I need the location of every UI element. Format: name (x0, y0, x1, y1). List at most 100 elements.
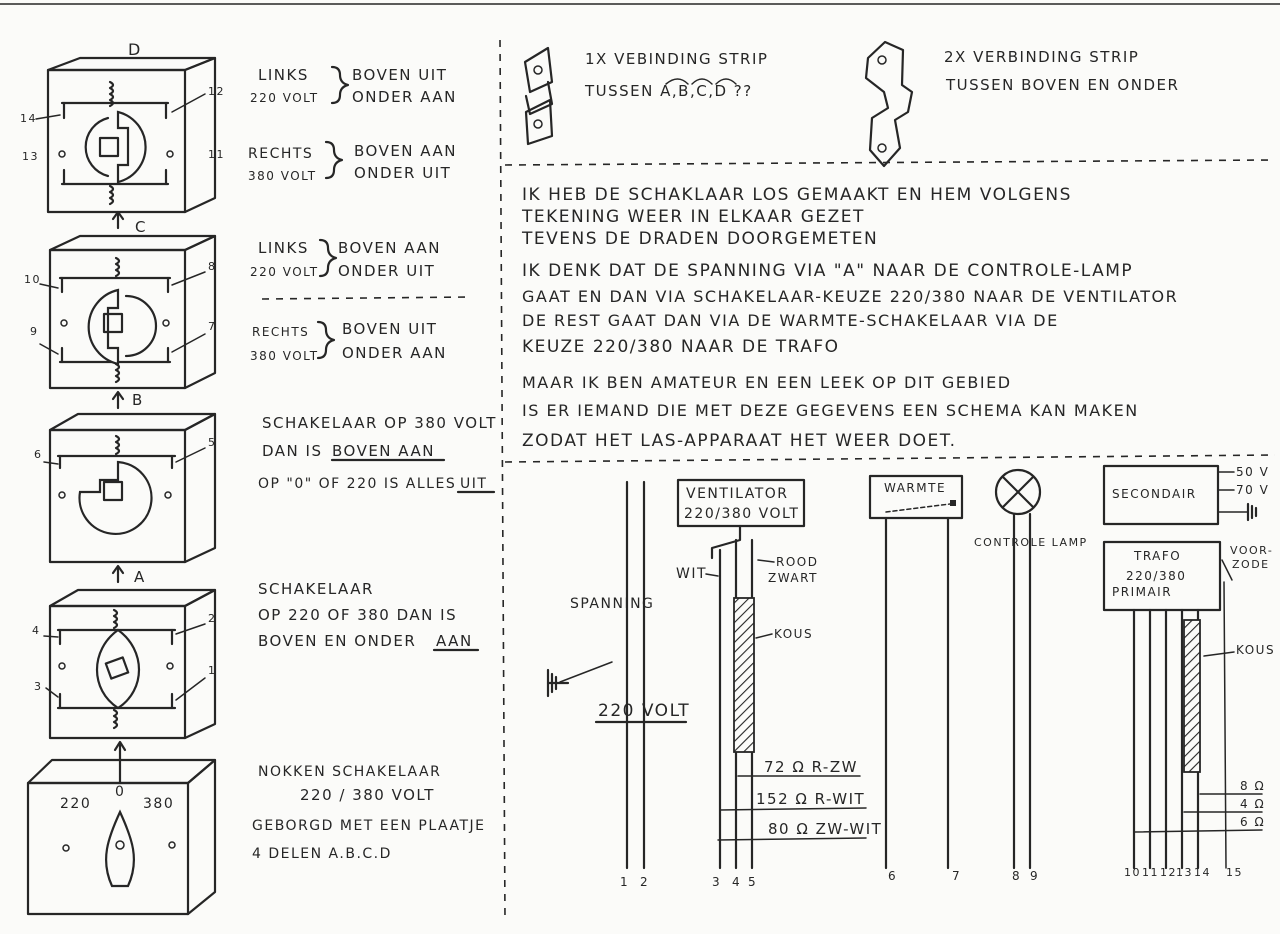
svg-text:ZODAT HET LAS-APPARAAT HET WEE: ZODAT HET LAS-APPARAAT HET WEER DOET. (522, 431, 957, 451)
notes-knob: NOKKEN SCHAKELAAR 220 / 380 VOLT GEBORGD… (252, 764, 485, 862)
svg-text:UIT: UIT (460, 476, 487, 492)
svg-text:TRAFO: TRAFO (1133, 549, 1181, 563)
lamp-icon (994, 468, 1042, 516)
svg-text:14: 14 (1194, 866, 1211, 879)
svg-text:ONDER UIT: ONDER UIT (354, 164, 451, 182)
svg-text:220/380: 220/380 (1126, 569, 1186, 583)
svg-text:12: 12 (1160, 866, 1177, 879)
svg-text:152 Ω R-WIT: 152 Ω R-WIT (756, 790, 865, 808)
svg-text:ZWART: ZWART (768, 571, 818, 585)
svg-text:AAN: AAN (436, 632, 473, 650)
strip-2-label: 2X VERBINDING STRIP TUSSEN BOVEN EN ONDE… (944, 48, 1179, 94)
svg-text:KEUZE 220/380 NAAR DE TRAFO: KEUZE 220/380 NAAR DE TRAFO (522, 337, 840, 357)
svg-text:70 V: 70 V (1236, 483, 1269, 497)
terminal-8: 8 (208, 260, 217, 273)
svg-text:GEBORGD MET EEN PLAATJE: GEBORGD MET EEN PLAATJE (252, 818, 485, 834)
switch-deck-a: 4 2 3 1 (32, 588, 217, 740)
svg-text:BOVEN AAN: BOVEN AAN (338, 239, 441, 257)
svg-text:11: 11 (1142, 866, 1159, 879)
svg-text:SPANNING: SPANNING (570, 596, 654, 612)
terminal-6: 6 (34, 448, 43, 461)
svg-text:380 VOLT: 380 VOLT (250, 349, 319, 363)
terminal-1: 1 (208, 664, 217, 677)
svg-text:WIT: WIT (676, 566, 707, 582)
svg-text:10: 10 (1124, 866, 1141, 879)
svg-text:TEKENING WEER IN ELKAAR GEZET: TEKENING WEER IN ELKAAR GEZET (521, 207, 865, 227)
svg-text:TEVENS DE DRADEN DOORGEMETEN: TEVENS DE DRADEN DOORGEMETEN (521, 229, 878, 249)
terminal-14: 14 (20, 112, 37, 125)
wiring-ventilator: VENTILATOR 220/380 VOLT WIT ROOD ZWART K… (676, 478, 882, 889)
svg-text:380 VOLT: 380 VOLT (248, 169, 317, 183)
svg-text:ONDER AAN: ONDER AAN (342, 344, 447, 362)
svg-text:220 VOLT: 220 VOLT (598, 701, 690, 721)
svg-text:80 Ω ZW-WIT: 80 Ω ZW-WIT (768, 820, 882, 838)
svg-text:3: 3 (712, 875, 721, 889)
knob-front-panel: 220 0 380 (26, 758, 217, 916)
svg-text:BOVEN UIT: BOVEN UIT (352, 66, 447, 84)
svg-text:KOUS: KOUS (774, 627, 813, 641)
dial-380: 380 (143, 796, 174, 812)
svg-text:BOVEN EN ONDER: BOVEN EN ONDER (258, 632, 416, 650)
svg-text:PRIMAIR: PRIMAIR (1112, 585, 1172, 599)
svg-text:13: 13 (1176, 866, 1193, 879)
svg-text:IK DENK DAT DE SPANNING VIA "A: IK DENK DAT DE SPANNING VIA "A" NAAR DE … (522, 261, 1133, 281)
svg-text:ZODE: ZODE (1232, 558, 1270, 571)
strip-1-label: 1X VEBINDING STRIP TUSSEN A,B,C,D ?? (584, 50, 768, 100)
svg-text:TUSSEN BOVEN EN ONDER: TUSSEN BOVEN EN ONDER (945, 76, 1179, 94)
svg-text:220 VOLT: 220 VOLT (250, 91, 319, 105)
terminal-4: 4 (32, 624, 41, 637)
svg-text:220/380 VOLT: 220/380 VOLT (684, 506, 799, 522)
svg-text:1X VEBINDING STRIP: 1X VEBINDING STRIP (585, 50, 768, 68)
strip-1-icon (523, 46, 554, 146)
svg-text:SECONDAIR: SECONDAIR (1112, 487, 1197, 501)
svg-text:NOKKEN SCHAKELAAR: NOKKEN SCHAKELAAR (258, 764, 441, 780)
svg-text:2X VERBINDING STRIP: 2X VERBINDING STRIP (944, 48, 1139, 66)
terminal-11: 11 (208, 148, 225, 161)
switch-deck-c: 10 8 9 7 (24, 234, 217, 390)
notes-deck-a: SCHAKELAAR OP 220 OF 380 DAN IS BOVEN EN… (258, 580, 480, 652)
terminal-3: 3 (34, 680, 43, 693)
svg-text:9: 9 (1030, 869, 1039, 883)
svg-text:MAAR IK BEN AMATEUR EN EEN LEE: MAAR IK BEN AMATEUR EN EEN LEEK OP DIT G… (522, 373, 1012, 392)
svg-text:SCHAKELAAR OP 380 VOLT: SCHAKELAAR OP 380 VOLT (262, 414, 497, 432)
terminal-13: 13 (22, 150, 39, 163)
terminal-9: 9 (30, 325, 39, 338)
svg-text:IK HEB DE SCHAKLAAR LOS GEMAAK: IK HEB DE SCHAKLAAR LOS GEMAAKT EN HEM V… (522, 185, 1072, 205)
svg-text:KOUS: KOUS (1236, 643, 1275, 657)
svg-text:6: 6 (888, 869, 897, 883)
svg-text:LINKS: LINKS (258, 66, 309, 84)
svg-text:4: 4 (732, 875, 741, 889)
label-deck-a: A (134, 568, 146, 586)
terminal-2: 2 (208, 612, 217, 625)
divider-middle (504, 454, 1276, 463)
svg-text:OP "0" OF 220 IS ALLES: OP "0" OF 220 IS ALLES (258, 476, 456, 492)
dial-220: 220 (60, 796, 91, 812)
svg-text:4 DELEN A.B.C.D: 4 DELEN A.B.C.D (252, 846, 392, 862)
terminal-7: 7 (208, 320, 217, 333)
svg-text:220 VOLT: 220 VOLT (250, 265, 319, 279)
svg-text:ONDER AAN: ONDER AAN (352, 88, 457, 106)
notes-deck-b: SCHAKELAAR OP 380 VOLT DAN IS BOVEN AAN … (258, 414, 497, 494)
svg-text:72 Ω R-ZW: 72 Ω R-ZW (764, 758, 858, 776)
divider-c-notes (261, 296, 471, 300)
svg-text:BOVEN UIT: BOVEN UIT (342, 320, 437, 338)
strip-2-icon (864, 40, 914, 168)
svg-text:1: 1 (620, 875, 629, 889)
wiring-supply: SPANNING 220 VOLT 1 2 (546, 480, 690, 889)
svg-text:RECHTS: RECHTS (248, 146, 313, 162)
vertical-divider (499, 39, 506, 921)
svg-text:8: 8 (1012, 869, 1021, 883)
svg-text:220 / 380 VOLT: 220 / 380 VOLT (300, 786, 435, 804)
message-block: IK HEB DE SCHAKLAAR LOS GEMAAKT EN HEM V… (521, 185, 1177, 451)
svg-text:ONDER UIT: ONDER UIT (338, 262, 435, 280)
svg-text:BOVEN AAN: BOVEN AAN (354, 142, 457, 160)
terminal-12: 12 (208, 85, 225, 98)
svg-text:ROOD: ROOD (776, 555, 818, 569)
wiring-trafo: SECONDAIR 50 V 70 V TRAFO 220/380 PRIMAI… (1102, 464, 1275, 879)
svg-text:SCHAKELAAR: SCHAKELAAR (258, 580, 374, 598)
notes-deck-c: LINKS 220 VOLT BOVEN AAN ONDER UIT RECHT… (250, 238, 447, 363)
notes-deck-d: LINKS 220 VOLT BOVEN UIT ONDER AAN RECHT… (248, 65, 457, 183)
svg-text:WARMTE: WARMTE (884, 481, 946, 495)
